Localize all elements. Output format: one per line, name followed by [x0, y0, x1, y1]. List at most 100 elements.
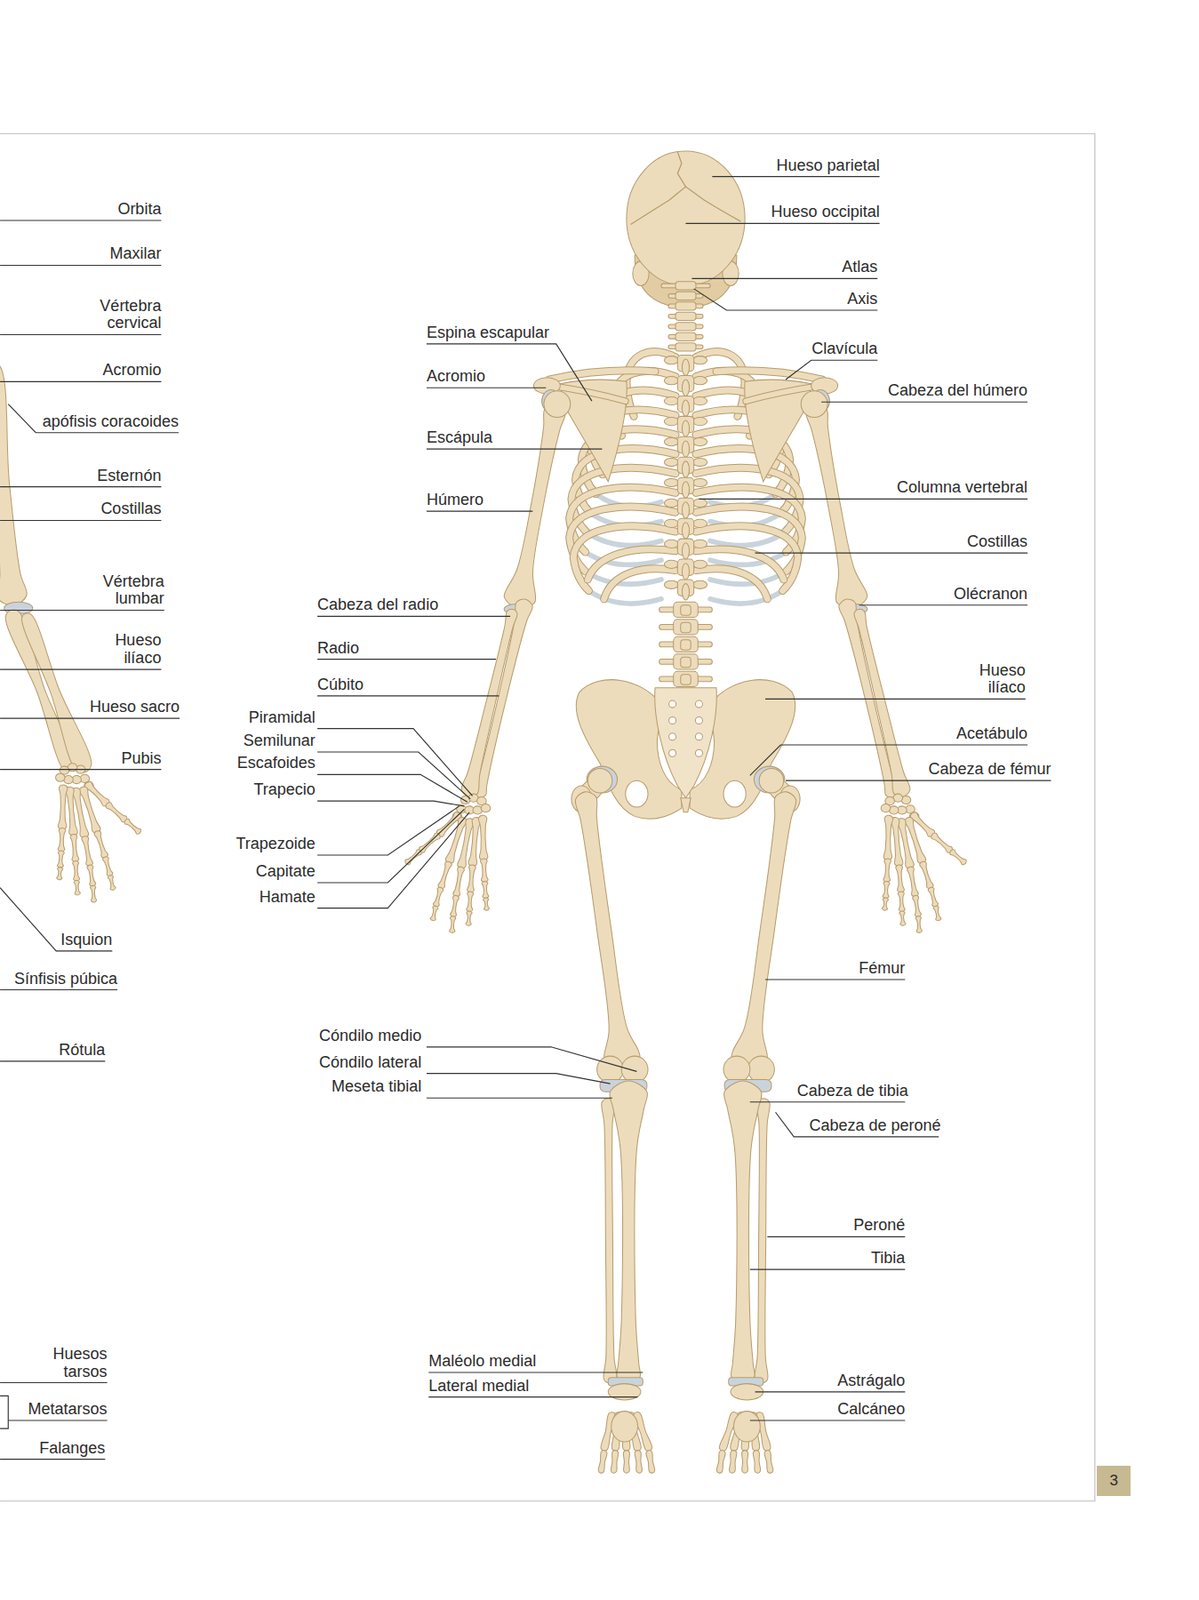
finger-bone [890, 817, 904, 867]
transverse-process [693, 356, 708, 365]
leader-line [686, 223, 880, 224]
leader-line [428, 1371, 643, 1373]
leader-line [0, 486, 161, 488]
humerus-head [800, 391, 828, 418]
clavicle [549, 370, 656, 380]
transverse-process [693, 437, 708, 446]
bone-label: Tibia [871, 1249, 905, 1268]
finger-bone [933, 905, 942, 920]
leader-line [426, 511, 533, 512]
page-number: 3 [1109, 1472, 1118, 1490]
cervical-vertebra [675, 322, 696, 331]
leader-line [7, 1419, 107, 1421]
humerus-head [543, 391, 571, 418]
transverse-process [693, 559, 708, 568]
transverse-process [693, 519, 708, 528]
leader-line [0, 609, 165, 611]
leader-line [0, 768, 161, 770]
transverse-process [663, 519, 679, 528]
finger-bone [915, 916, 922, 934]
leader-line [426, 387, 546, 389]
bone-label: Costillas [967, 533, 1028, 552]
leader-line [317, 800, 464, 807]
bone-label: Costillas [100, 500, 161, 519]
bone-label: Escafoides [237, 754, 316, 773]
sacral-foramen [669, 733, 677, 741]
bone-label: Sínfisis púbica [14, 970, 118, 989]
toe-bone [610, 1450, 618, 1474]
leader-line [317, 615, 511, 617]
clavicle [716, 370, 823, 380]
finger-bone [102, 856, 112, 877]
finger-bone [438, 861, 452, 888]
coccyx [680, 798, 691, 813]
transverse-process [663, 457, 679, 466]
leader-line [698, 498, 1028, 500]
finger-bone [465, 911, 472, 926]
bone-label: Hamate [259, 888, 316, 907]
transverse-process [663, 478, 679, 487]
bone-label: Rótula [58, 1041, 105, 1060]
calcaneus [611, 1411, 639, 1442]
bone-label: Olécranon [953, 585, 1028, 604]
finger-bone [432, 887, 443, 907]
bone-label: Piramidal [248, 709, 316, 728]
radius [854, 608, 911, 797]
lambdoid-suture [631, 186, 742, 224]
spinous-process [681, 359, 689, 376]
left-side [405, 351, 682, 1474]
finger-bone [950, 849, 967, 865]
leader-line [7, 404, 179, 433]
leader-line [859, 604, 1028, 606]
femoral-condyle [597, 1055, 624, 1083]
leader-line [317, 806, 460, 856]
ulna [839, 599, 898, 798]
leader-line [0, 219, 161, 221]
finger-bone [56, 850, 64, 868]
spinous-process [681, 481, 689, 498]
toe-bone [598, 1450, 608, 1474]
spinous-process [680, 622, 691, 632]
finger-bone [57, 784, 68, 830]
leader-line [317, 695, 499, 696]
finger-bone [466, 891, 474, 912]
spinous-process [681, 399, 689, 416]
spinous-process [681, 440, 689, 457]
leader-line [317, 728, 472, 797]
tibia [609, 1080, 648, 1384]
leader-line [767, 1236, 905, 1238]
transverse-process [663, 580, 679, 589]
bone-label: Maléolo medial [428, 1352, 536, 1371]
bone-label: Húmero [426, 491, 484, 510]
bone-label: Semilunar [243, 732, 316, 751]
spinous-process [681, 563, 689, 580]
sacral-foramen [695, 749, 703, 757]
bone-label: Espina escapular [426, 324, 550, 343]
talus [607, 1383, 641, 1400]
leader-line [765, 698, 1026, 700]
finger-bone [107, 875, 116, 890]
finger-bone [483, 897, 490, 911]
bone-label: Clavícula [811, 340, 878, 359]
lumbar-vertebra [673, 619, 699, 635]
finger-bone [468, 817, 481, 867]
transverse-process [693, 478, 708, 487]
sacral-foramen [695, 733, 703, 741]
finger-bone [94, 831, 108, 858]
leader-line [0, 1382, 108, 1383]
bone-label: Trapecio [253, 781, 315, 800]
spinous-process [681, 420, 689, 437]
leader-line [0, 989, 118, 991]
lumbar-vertebra [673, 671, 699, 687]
humerus [503, 404, 566, 610]
toe-bone [623, 1450, 630, 1474]
spinous-process [681, 379, 689, 396]
bone-label: Hueso parietal [776, 157, 880, 176]
femoral-condyle [621, 1055, 648, 1083]
toe-bone [729, 1450, 737, 1474]
leader-line [785, 780, 1051, 782]
bone-label: Cabeza de tibia [797, 1082, 909, 1101]
bone-label: Axis [847, 290, 878, 309]
